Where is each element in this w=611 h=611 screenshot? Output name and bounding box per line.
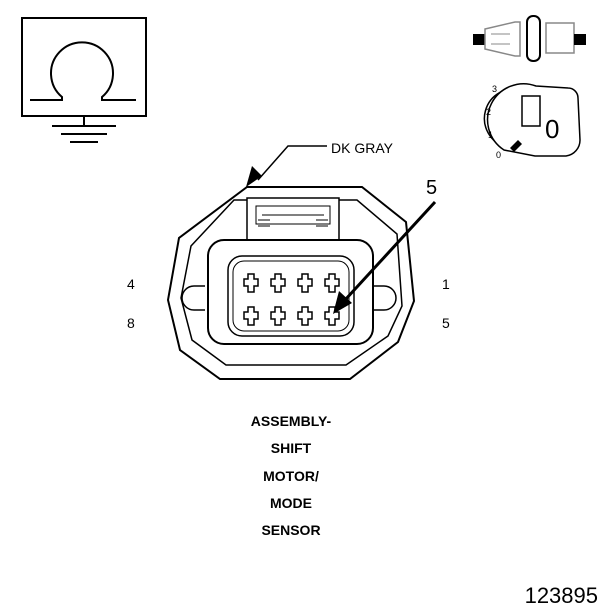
title-line: ASSEMBLY-: [251, 413, 332, 429]
inline-connector-icon: [473, 15, 586, 62]
ground-omega-icon: [21, 17, 147, 143]
title-line: SENSOR: [261, 522, 320, 538]
pin-cavity-4: [243, 273, 259, 293]
pin-cavity-3: [270, 273, 286, 293]
latch-tab: [246, 197, 340, 243]
pin-cavity-2: [297, 273, 313, 293]
pin-callout-arrow: [333, 200, 437, 314]
ignition-key-icon: 3 2 1 0 0: [483, 83, 581, 160]
pin-label-bottom-right: 5: [442, 315, 450, 331]
figure-id: 123895: [525, 583, 598, 608]
key-position-0: 0: [496, 150, 501, 160]
title-line: SHIFT: [271, 440, 312, 456]
connector-face: [166, 186, 416, 380]
pin-cavity-7: [270, 306, 286, 326]
pin-label-top-right: 1: [442, 276, 450, 292]
title-line: MOTOR/: [263, 468, 319, 484]
key-glyph: 0: [545, 114, 559, 144]
key-position-2: 2: [486, 107, 491, 117]
pin-label-top-left: 4: [127, 276, 135, 292]
key-position-1: 1: [488, 130, 493, 140]
pin-cavity-8: [243, 306, 259, 326]
pin-label-bottom-left: 8: [127, 315, 135, 331]
pin-callout: 5: [426, 177, 437, 199]
pin-cavity-1: [324, 273, 340, 293]
title-line: MODE: [270, 495, 312, 511]
wire-color-callout: DK GRAY: [331, 140, 394, 156]
pin-cavity-6: [297, 306, 313, 326]
key-position-3: 3: [492, 84, 497, 94]
component-title: ASSEMBLY- SHIFT MOTOR/ MODE SENSOR: [251, 413, 332, 538]
wire-color-leader: [246, 145, 327, 187]
